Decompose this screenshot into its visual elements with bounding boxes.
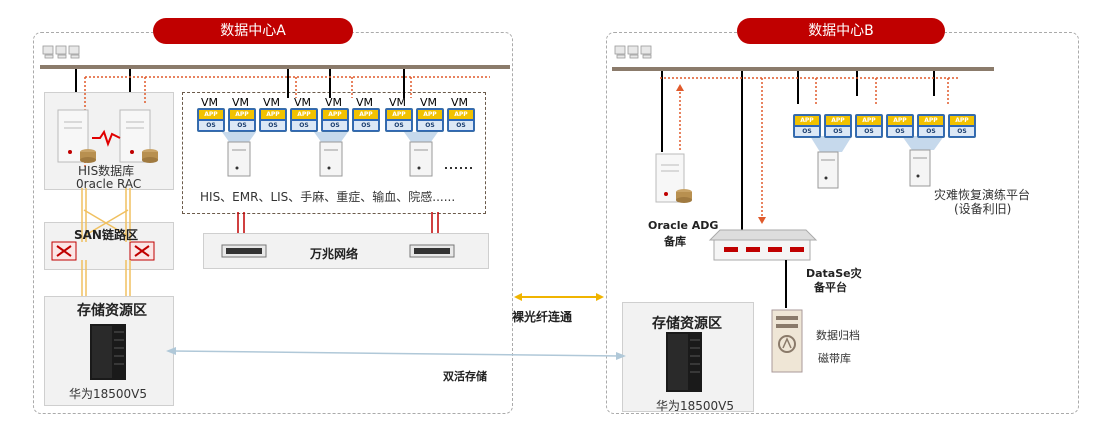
monitor-icons-b xyxy=(614,45,652,59)
app-layer: APP xyxy=(323,110,347,119)
vm-label: VM xyxy=(356,96,374,109)
app-os-cube: APP OS xyxy=(416,108,444,132)
os-layer: OS xyxy=(354,121,378,130)
app-layer: APP xyxy=(418,110,442,119)
his-server-2 xyxy=(119,109,158,163)
app-layer: APP xyxy=(387,110,411,119)
vm-label: VM xyxy=(420,96,438,109)
network-switch-right xyxy=(409,244,455,258)
datase-platform-label: 备平台 xyxy=(814,281,847,294)
app-layer: APP xyxy=(950,116,974,125)
storage-panel-a xyxy=(44,296,174,406)
app-layer: APP xyxy=(449,110,473,119)
app-os-cube: APP OS xyxy=(855,114,883,138)
datase-appliance xyxy=(708,229,818,261)
app-os-cube: APP OS xyxy=(948,114,976,138)
archive-label: 数据归档 xyxy=(816,329,860,342)
vm-label: VM xyxy=(451,96,469,109)
os-layer: OS xyxy=(888,127,912,136)
os-layer: OS xyxy=(323,121,347,130)
os-layer: OS xyxy=(795,127,819,136)
os-layer: OS xyxy=(919,127,943,136)
os-layer: OS xyxy=(230,121,254,130)
app-layer: APP xyxy=(354,110,378,119)
storage-device-a: 华为18500V5 xyxy=(69,387,148,401)
app-os-cube: APP OS xyxy=(793,114,821,138)
datacenter-a-title: 数据中心A xyxy=(153,18,353,44)
oracle-adg-standby-label: 备库 xyxy=(664,235,686,248)
os-layer: OS xyxy=(387,121,411,130)
physical-server-3 xyxy=(404,132,438,177)
vm-label: VM xyxy=(201,96,219,109)
monitor-icons-a xyxy=(42,45,80,59)
storage-rack-a xyxy=(90,324,126,380)
app-os-cube: APP OS xyxy=(352,108,380,132)
bus-a xyxy=(40,65,510,69)
app-layer: APP xyxy=(888,116,912,125)
app-layer: APP xyxy=(230,110,254,119)
physical-server-b2 xyxy=(902,136,944,187)
vm-label: VM xyxy=(263,96,281,109)
apps-list: HIS、EMR、LIS、手麻、重症、输血、院感...... xyxy=(200,190,456,204)
vm-label: VM xyxy=(325,96,343,109)
physical-server-1 xyxy=(222,132,256,177)
storage-title-b: 存储资源区 xyxy=(652,316,722,332)
app-os-cube: APP OS xyxy=(447,108,475,132)
his-server-1 xyxy=(57,109,96,163)
datacenter-b-title: 数据中心B xyxy=(737,18,945,44)
physical-server-b1 xyxy=(810,136,852,189)
storage-rack-b xyxy=(666,332,702,392)
app-layer: APP xyxy=(292,110,316,119)
vm-label: VM xyxy=(294,96,312,109)
oracle-adg-server xyxy=(655,153,692,203)
bus-b xyxy=(612,67,994,71)
tape-library xyxy=(771,309,803,373)
os-layer: OS xyxy=(857,127,881,136)
vm-cluster-frame xyxy=(182,92,486,214)
os-layer: OS xyxy=(418,121,442,130)
app-layer: APP xyxy=(857,116,881,125)
os-layer: OS xyxy=(261,121,285,130)
os-layer: OS xyxy=(826,127,850,136)
app-layer: APP xyxy=(826,116,850,125)
os-layer: OS xyxy=(950,127,974,136)
app-layer: APP xyxy=(199,110,223,119)
app-os-cube: APP OS xyxy=(228,108,256,132)
san-switch-right xyxy=(129,241,155,261)
heartbeat-link xyxy=(92,129,121,147)
app-os-cube: APP OS xyxy=(290,108,318,132)
storage-title-a: 存储资源区 xyxy=(77,303,147,319)
tape-label: 磁带库 xyxy=(818,352,851,365)
vm-label: VM xyxy=(232,96,250,109)
app-layer: APP xyxy=(919,116,943,125)
oracle-rac-label: 0racle RAC xyxy=(76,177,142,191)
os-layer: OS xyxy=(449,121,473,130)
network-switch-left xyxy=(221,244,267,258)
os-layer: OS xyxy=(292,121,316,130)
app-layer: APP xyxy=(795,116,819,125)
san-title: SAN链路区 xyxy=(74,228,138,242)
app-os-cube: APP OS xyxy=(886,114,914,138)
os-layer: OS xyxy=(199,121,223,130)
active-storage-label: 双活存储 xyxy=(443,370,487,383)
storage-device-b: 华为18500V5 xyxy=(656,399,735,413)
dr-platform-label: 灾难恢复演练平台 xyxy=(934,188,1031,202)
app-layer: APP xyxy=(261,110,285,119)
his-db-label: HIS数据库 xyxy=(78,164,135,178)
dr-platform-note: (设备利旧) xyxy=(954,202,1012,216)
san-switch-left xyxy=(51,241,77,261)
app-os-cube: APP OS xyxy=(385,108,413,132)
app-os-cube: APP OS xyxy=(321,108,349,132)
app-os-cube: APP OS xyxy=(917,114,945,138)
app-os-cube: APP OS xyxy=(259,108,287,132)
physical-server-2 xyxy=(314,132,348,177)
network-label: 万兆网络 xyxy=(310,247,359,261)
datase-label: DataSe灾 xyxy=(806,267,862,280)
app-os-cube: APP OS xyxy=(197,108,225,132)
oracle-adg-label: Oracle ADG xyxy=(648,219,719,232)
fiber-label: 裸光纤连通 xyxy=(512,310,573,324)
app-os-cube: APP OS xyxy=(824,114,852,138)
vm-label: VM xyxy=(389,96,407,109)
